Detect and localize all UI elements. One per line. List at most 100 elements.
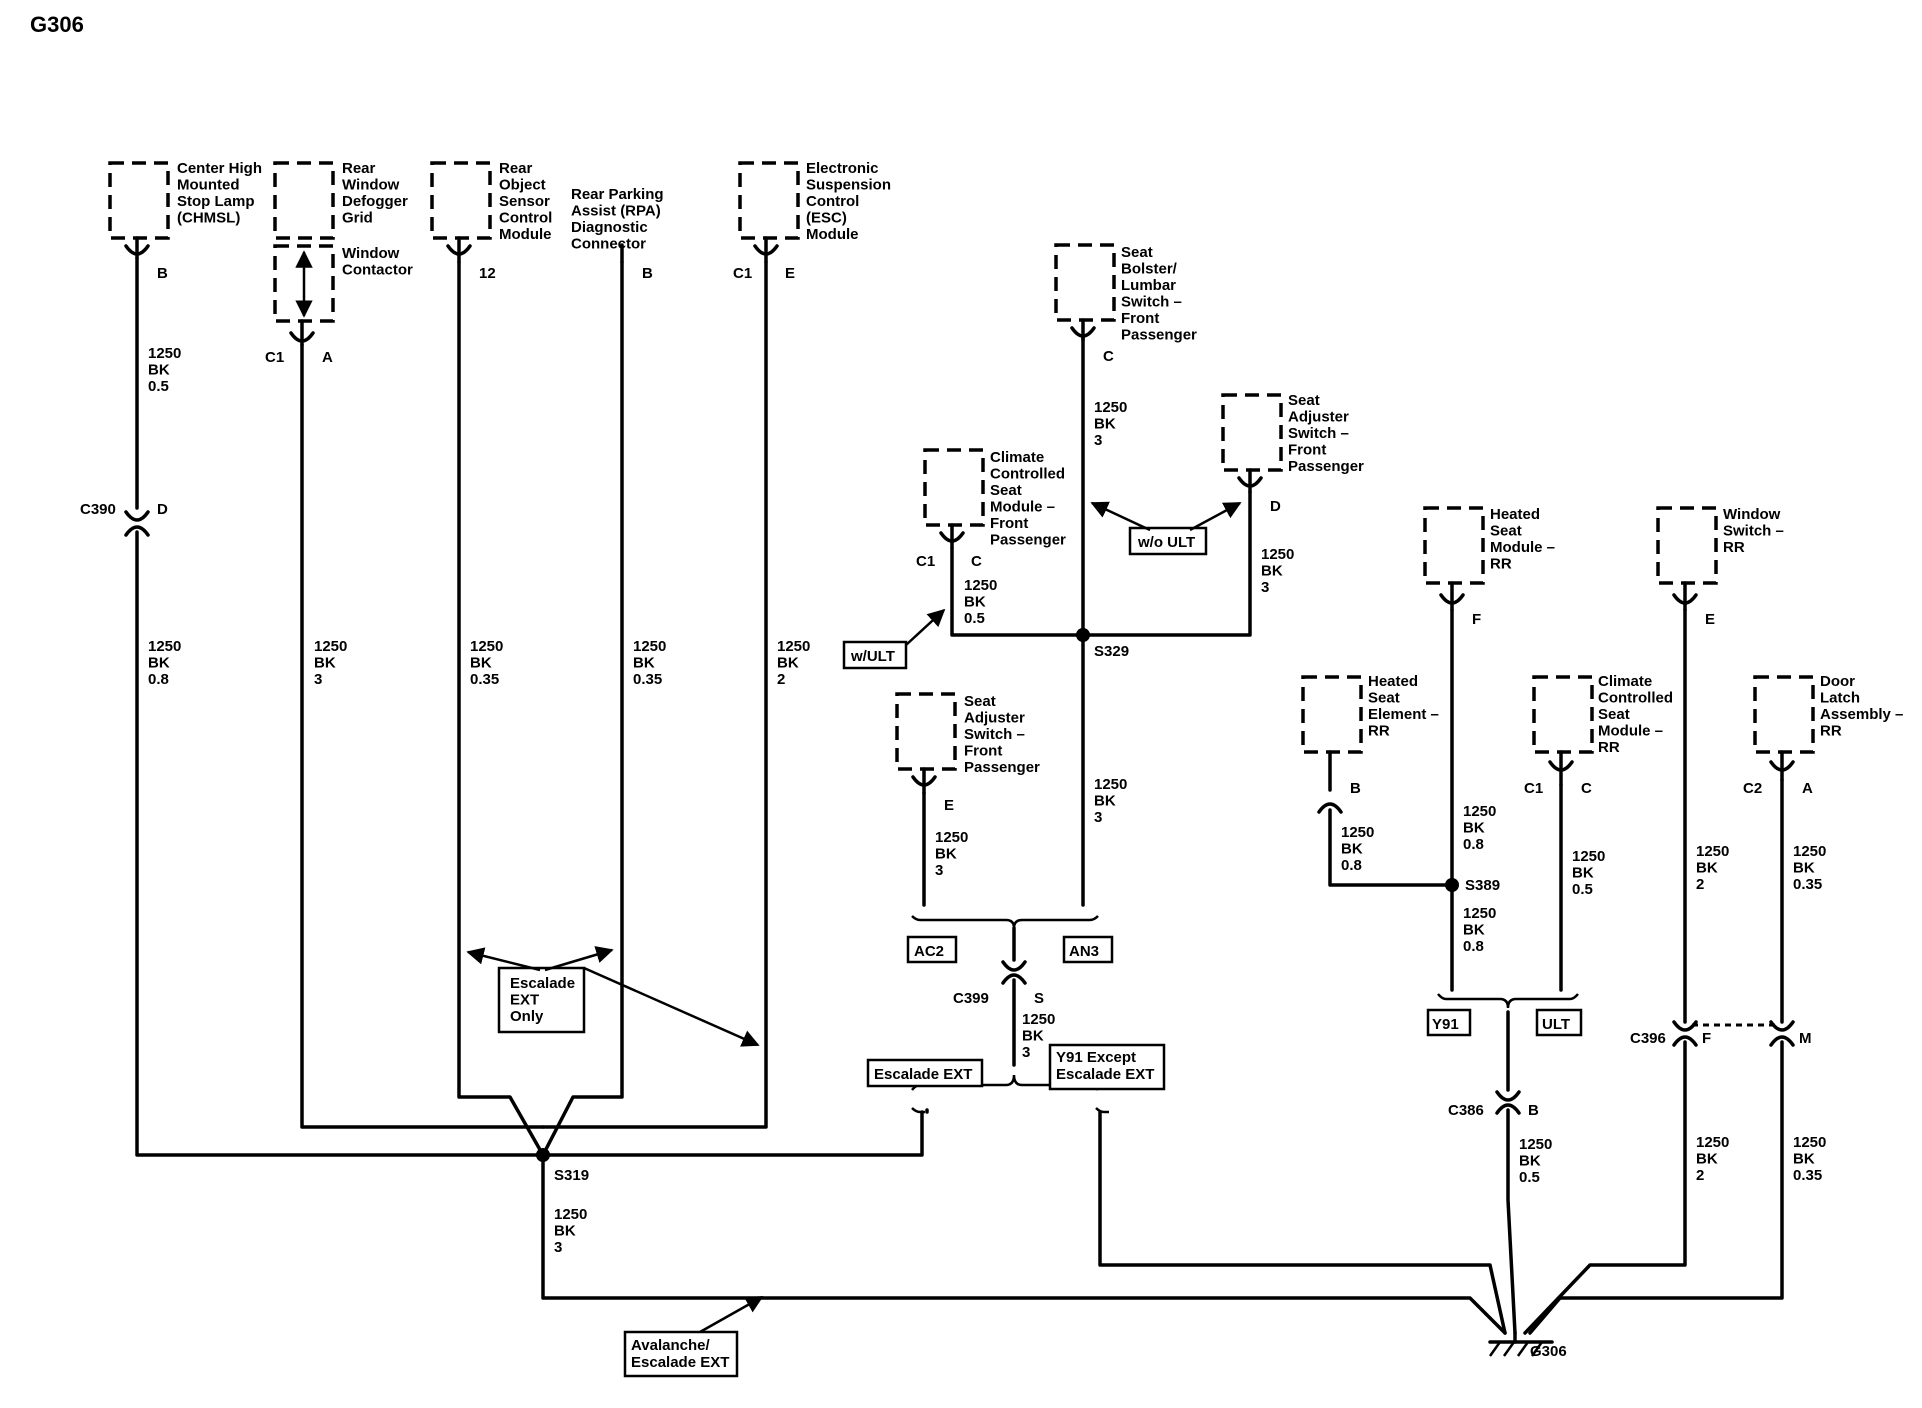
ult-tag (1535, 1008, 1583, 1037)
pin-bolster: C (1103, 348, 1114, 365)
pin-adj-top: D (1270, 498, 1281, 515)
splice-s329-label: S329 (1094, 643, 1129, 660)
pin-climate-front-c1: C1 (916, 553, 935, 570)
window-contactor-box (273, 244, 335, 323)
pin-door-latch-c2: C2 (1743, 780, 1762, 797)
w-ult-text: w/ULT (850, 648, 895, 665)
pin-c396-m: M (1799, 1030, 1812, 1047)
escalade-ext-text: Escalade EXT (874, 1066, 972, 1083)
ac2-text: AC2 (914, 943, 944, 960)
climate-seat-rr-box (1532, 675, 1594, 754)
heated-seat-element-rr-box (1301, 675, 1363, 754)
seat-adjuster-top-box (1221, 393, 1283, 472)
pin-window-switch: E (1705, 611, 1715, 628)
door-latch-rr-box (1753, 675, 1815, 754)
escalade-ext-tag (866, 1058, 984, 1088)
pin-rpa: B (642, 265, 653, 282)
c396-label: C396 (1630, 1030, 1666, 1047)
pin-door-latch: A (1802, 780, 1813, 797)
splice-s329 (1076, 628, 1090, 642)
chmsl-box (108, 161, 170, 240)
ground-symbol (1488, 1331, 1554, 1357)
seat-bolster-box (1054, 243, 1116, 322)
pin-chmsl: B (157, 265, 168, 282)
pin-climate-rr: C (1581, 780, 1592, 797)
component-boxes (108, 161, 1815, 771)
pin-c399: S (1034, 990, 1044, 1007)
pin-c386: B (1528, 1102, 1539, 1119)
pin-c396-f: F (1702, 1030, 1711, 1047)
pin-defogger: A (322, 349, 333, 366)
avalanche-text: Avalanche/Escalade EXT (631, 1337, 729, 1371)
connector-symbols (124, 236, 1795, 1115)
seat-adjuster-bottom-box (895, 692, 957, 771)
splice-s319-label: S319 (554, 1167, 589, 1184)
y91-text: Y91 (1432, 1016, 1459, 1033)
pin-heated-element: B (1350, 780, 1361, 797)
pin-heated-module: F (1472, 611, 1481, 628)
wo-ult-tag (1128, 526, 1208, 556)
esc-module-box (738, 161, 800, 240)
ac2-tag (906, 935, 958, 964)
splice-s389-label: S389 (1465, 877, 1500, 894)
rear-object-sensor-box (430, 161, 492, 240)
option-tags (466, 501, 1583, 1378)
heated-seat-module-rr-box (1423, 506, 1485, 585)
pin-esc-c1: C1 (733, 265, 752, 282)
y91-except-tag (1048, 1043, 1166, 1091)
defogger-box (273, 161, 335, 240)
ult-text: ULT (1542, 1016, 1570, 1033)
w-ult-tag (842, 640, 908, 670)
wires (135, 256, 1784, 1335)
pin-ros: 12 (479, 265, 496, 282)
climate-seat-front-box (923, 448, 985, 527)
c390-label: C390 (80, 501, 116, 518)
wo-ult-text: w/o ULT (1137, 534, 1195, 551)
avalanche-tag (623, 1330, 739, 1378)
window-switch-rr-box (1656, 506, 1718, 585)
an3-text: AN3 (1069, 943, 1099, 960)
splice-s319 (536, 1148, 550, 1162)
pin-esc: E (785, 265, 795, 282)
ground-label: G306 (1530, 1343, 1567, 1360)
an3-tag (1062, 935, 1114, 964)
pin-climate-front: C (971, 553, 982, 570)
pin-defogger-c1: C1 (265, 349, 284, 366)
